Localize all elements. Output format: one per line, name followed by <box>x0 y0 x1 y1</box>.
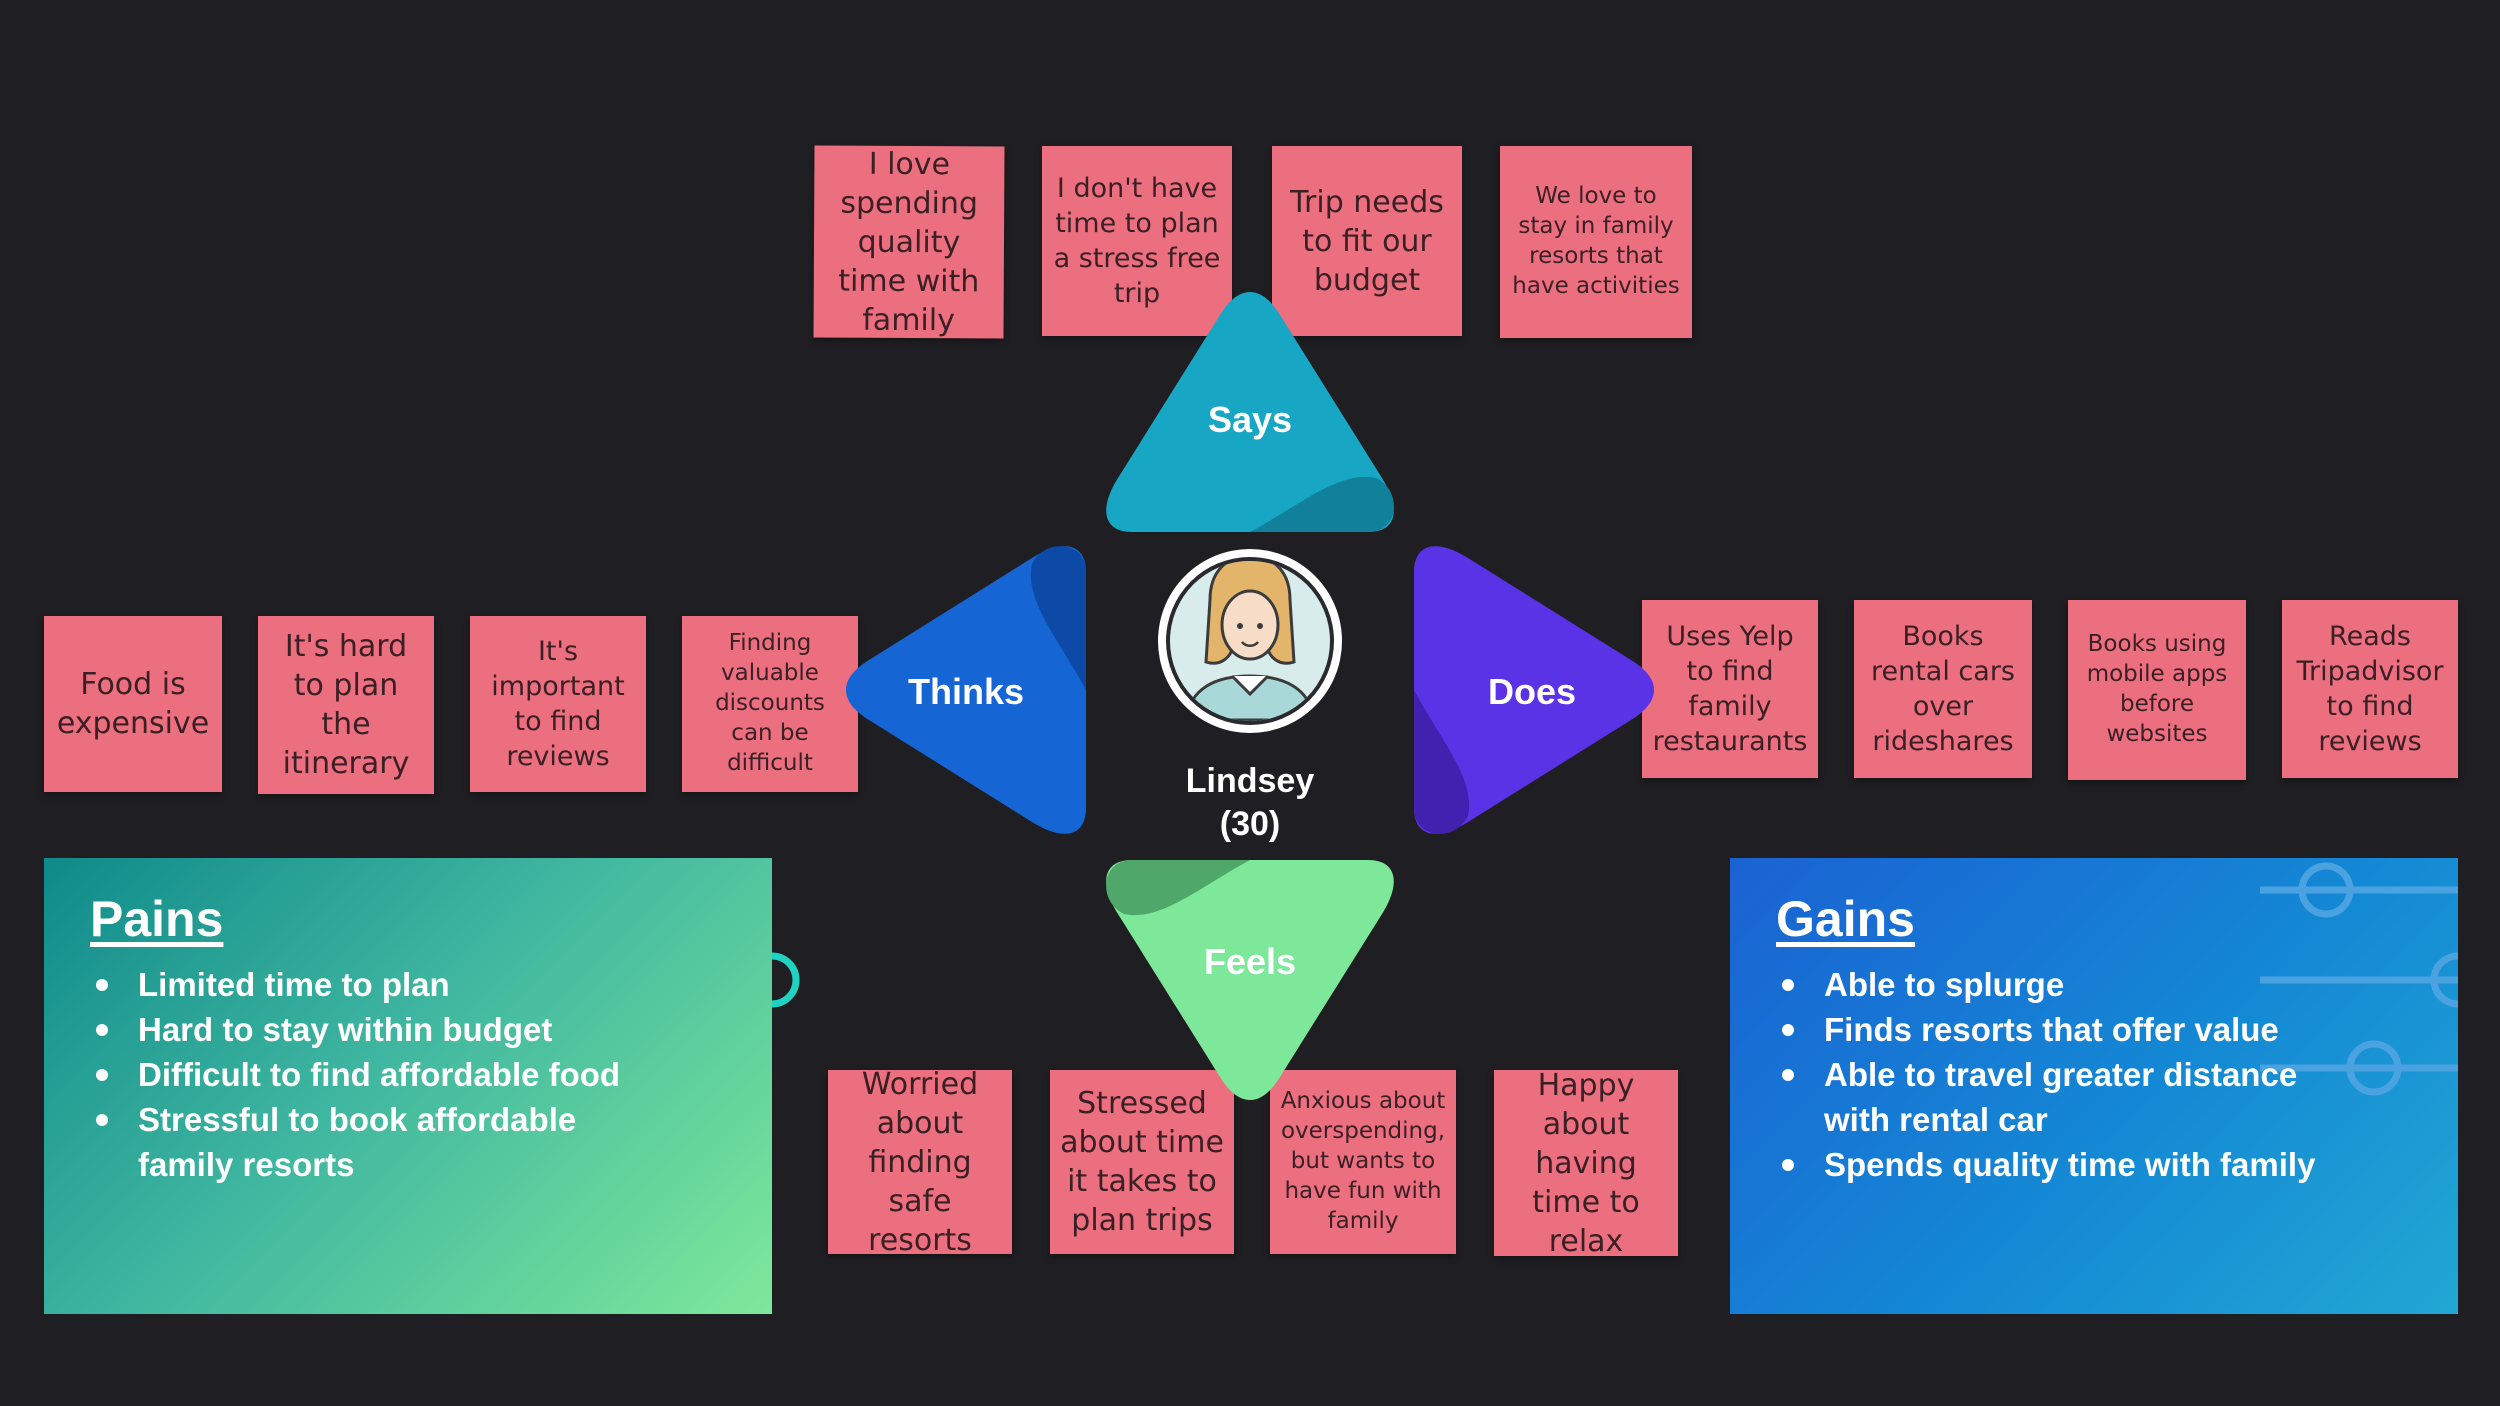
thinks-note[interactable]: It's important to find reviews <box>470 616 646 792</box>
does-triangle[interactable] <box>1414 546 1654 834</box>
list-item: Able to travel greater distance with ren… <box>1776 1052 2336 1142</box>
note-text: Uses Yelp to find family restaurants <box>1652 620 1808 758</box>
thinks-note[interactable]: It's hard to plan the itinerary <box>258 616 434 794</box>
does-note[interactable]: Uses Yelp to find family restaurants <box>1642 600 1818 778</box>
persona-name: Lindsey <box>1185 762 1315 800</box>
says-label: Says <box>1207 399 1293 440</box>
note-text: Worried about finding safe resorts <box>861 1066 979 1258</box>
note-text: Trip needs to fit our budget <box>1290 184 1444 298</box>
pains-list: Limited time to plan Hard to stay within… <box>90 962 650 1187</box>
feels-label: Feels <box>1203 941 1297 982</box>
list-item: Difficult to find affordable food <box>90 1052 650 1097</box>
list-item: Finds resorts that offer value <box>1776 1007 2336 1052</box>
pains-panel: Pains Limited time to plan Hard to stay … <box>44 858 772 1314</box>
does-note[interactable]: Books rental cars over rideshares <box>1854 600 2032 778</box>
list-item: Able to splurge <box>1776 962 2336 1007</box>
note-text: I don't have time to plan a stress free … <box>1053 172 1221 310</box>
list-item: Stressful to book affordable family reso… <box>90 1097 650 1187</box>
feels-note[interactable]: Worried about finding safe resorts <box>828 1067 1012 1258</box>
does-label: Does <box>1487 671 1577 712</box>
thinks-note[interactable]: Food is expensive <box>44 616 222 792</box>
gains-title: Gains <box>1776 891 1915 947</box>
says-note[interactable]: We love to stay in family resorts that h… <box>1500 146 1692 338</box>
gains-list: Able to splurge Finds resorts that offer… <box>1776 962 2336 1187</box>
note-text: Reads Tripadvisor to find reviews <box>2296 620 2444 758</box>
thinks-note[interactable]: Finding valuable discounts can be diffic… <box>682 616 858 792</box>
note-text: It's hard to plan the itinerary <box>282 629 410 781</box>
thinks-label: Thinks <box>907 671 1025 712</box>
does-note[interactable]: Books using mobile apps before websites <box>2068 600 2246 780</box>
feels-note[interactable]: Anxious about overspending, but wants to… <box>1270 1070 1456 1254</box>
says-triangle[interactable] <box>1106 292 1394 532</box>
note-text: We love to stay in family resorts that h… <box>1512 183 1680 299</box>
gains-slider-decoration <box>2260 862 2458 1096</box>
note-text: Finding valuable discounts can be diffic… <box>715 630 825 776</box>
persona-label: Lindsey (30) <box>1186 760 1314 845</box>
note-text: It's important to find reviews <box>491 635 625 773</box>
feels-note[interactable]: Happy about having time to relax <box>1494 1068 1678 1259</box>
thinks-triangle[interactable] <box>846 546 1086 834</box>
note-text: Happy about having time to relax <box>1532 1067 1640 1259</box>
note-text: Books rental cars over rideshares <box>1870 620 2015 758</box>
note-text: Food is expensive <box>56 667 210 741</box>
says-note[interactable]: I don't have time to plan a stress free … <box>1042 146 1232 336</box>
note-text: Stressed about time it takes to plan tri… <box>1060 1086 1224 1238</box>
list-item: Hard to stay within budget <box>90 1007 650 1052</box>
list-item: Spends quality time with family <box>1776 1142 2336 1187</box>
list-item: Limited time to plan <box>90 962 650 1007</box>
note-text: Anxious about overspending, but wants to… <box>1280 1088 1446 1234</box>
says-note[interactable]: Trip needs to fit our budget <box>1272 146 1462 336</box>
note-text: Books using mobile apps before websites <box>2086 631 2228 747</box>
woman-avatar-icon <box>1158 549 1342 733</box>
does-note[interactable]: Reads Tripadvisor to find reviews <box>2282 600 2458 778</box>
feels-triangle[interactable] <box>1106 860 1394 1100</box>
persona-age: (30) <box>1219 804 1281 843</box>
pains-title: Pains <box>90 891 224 947</box>
feels-note[interactable]: Stressed about time it takes to plan tri… <box>1050 1070 1234 1254</box>
gains-panel: Gains Able to splurge Finds resorts that… <box>1730 858 2458 1314</box>
